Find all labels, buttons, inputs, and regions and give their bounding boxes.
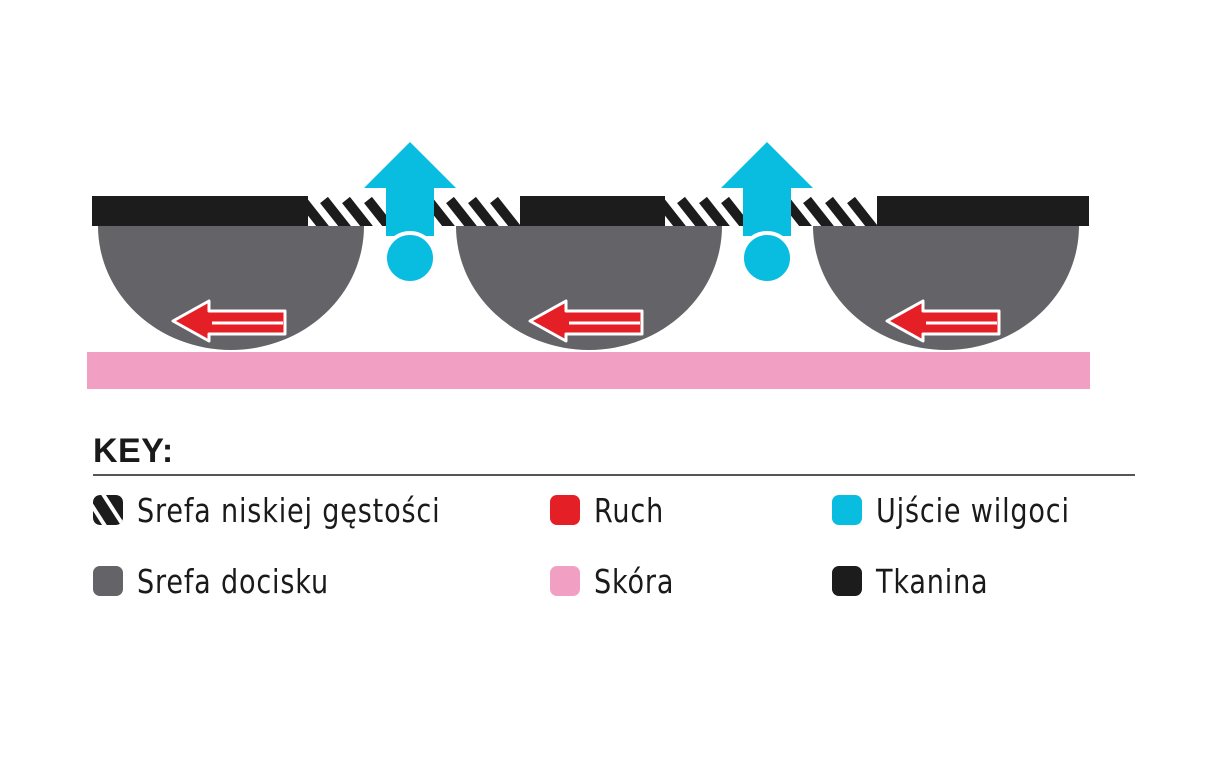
legend-label: Tkanina: [876, 561, 989, 601]
pressure-swatch: [93, 566, 123, 596]
movement-swatch: [550, 495, 580, 525]
legend-label: Srefa niskiej gęstości: [137, 490, 441, 530]
layer-diagram: [87, 142, 1090, 389]
skin-layer: [87, 352, 1090, 389]
movement-arrow-2: [528, 299, 644, 343]
movement-arrow-1: [171, 299, 287, 343]
skin-swatch: [550, 566, 580, 596]
movement-arrow-3: [885, 299, 1001, 343]
fabric-layer: [92, 196, 1089, 226]
legend-item-moisture: Ujście wilgoci: [832, 490, 1112, 530]
legend-item-fabric: Tkanina: [832, 561, 1013, 601]
legend-label: Ujście wilgoci: [876, 490, 1070, 530]
key-title: KEY:: [93, 432, 174, 470]
moisture-swatch: [832, 495, 862, 525]
fabric-swatch: [832, 566, 862, 596]
legend-item-skin: Skóra: [550, 561, 692, 601]
legend-label: Srefa docisku: [137, 561, 329, 601]
legend-item-low-density: Srefa niskiej gęstości: [93, 490, 507, 530]
moisture-outlet-2: [721, 142, 813, 285]
legend-item-pressure: Srefa docisku: [93, 561, 371, 601]
legend-item-movement: Ruch: [550, 490, 679, 530]
key-divider: [93, 474, 1135, 476]
legend-label: Skóra: [594, 561, 675, 601]
moisture-outlet-1: [364, 142, 456, 285]
legend-label: Ruch: [594, 490, 665, 530]
pressure-zone-1: [98, 226, 364, 350]
low-density-hatch-icon: [93, 495, 123, 525]
pressure-zone-2: [456, 226, 722, 350]
pressure-zone-3: [813, 226, 1079, 350]
